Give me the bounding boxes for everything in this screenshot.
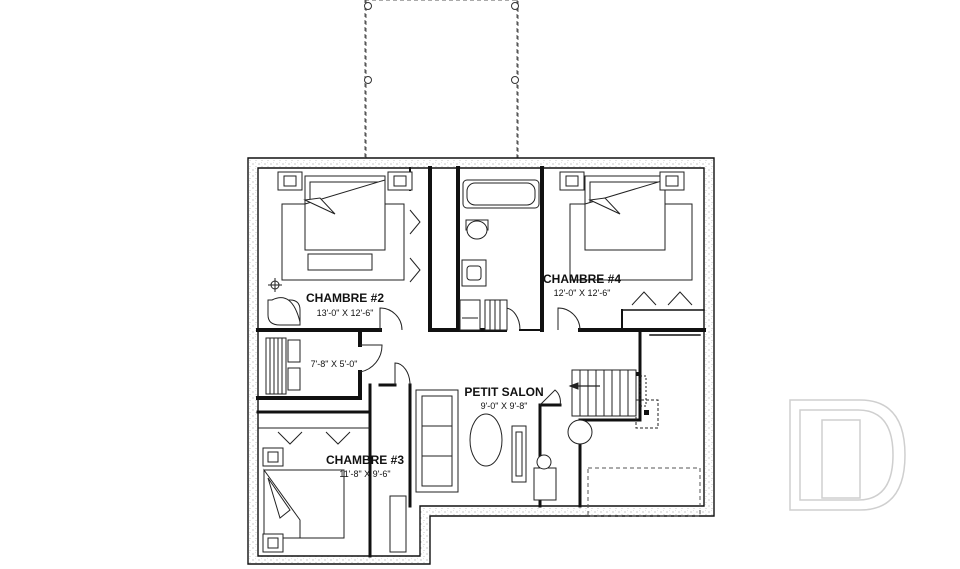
chambre2-dims: 13'-0" X 12'-6" (317, 308, 374, 318)
upper-deck (364, 0, 519, 161)
bathroom-fixtures (459, 179, 540, 331)
chambre3-furniture (262, 447, 407, 553)
exterior-wall (247, 157, 715, 565)
stair-posts (636, 372, 649, 415)
staircase (568, 369, 659, 429)
closet-dims: 7'-8" X 5'-0" (311, 359, 358, 369)
salon-furniture (415, 389, 593, 501)
petit-salon-name: PETIT SALON (464, 385, 543, 399)
chambre4-dims: 12'-0" X 12'-6" (554, 288, 611, 298)
closet-shelving (265, 337, 301, 395)
chambre2-name: CHAMBRE #2 (306, 291, 384, 305)
chambre3-dims: 11'-8" X 9'-6" (339, 469, 390, 479)
d-logo-watermark-icon (789, 399, 906, 511)
petit-salon-dims: 9'-0" X 9'-8" (481, 401, 528, 411)
patio-outline (587, 467, 701, 517)
chambre3-name: CHAMBRE #3 (326, 453, 404, 467)
deck-posts (364, 2, 519, 84)
chambre4-furniture (559, 171, 693, 281)
chambre2-furniture (267, 171, 413, 326)
bifold-doors (258, 209, 693, 445)
chambre4-name: CHAMBRE #4 (543, 272, 621, 286)
